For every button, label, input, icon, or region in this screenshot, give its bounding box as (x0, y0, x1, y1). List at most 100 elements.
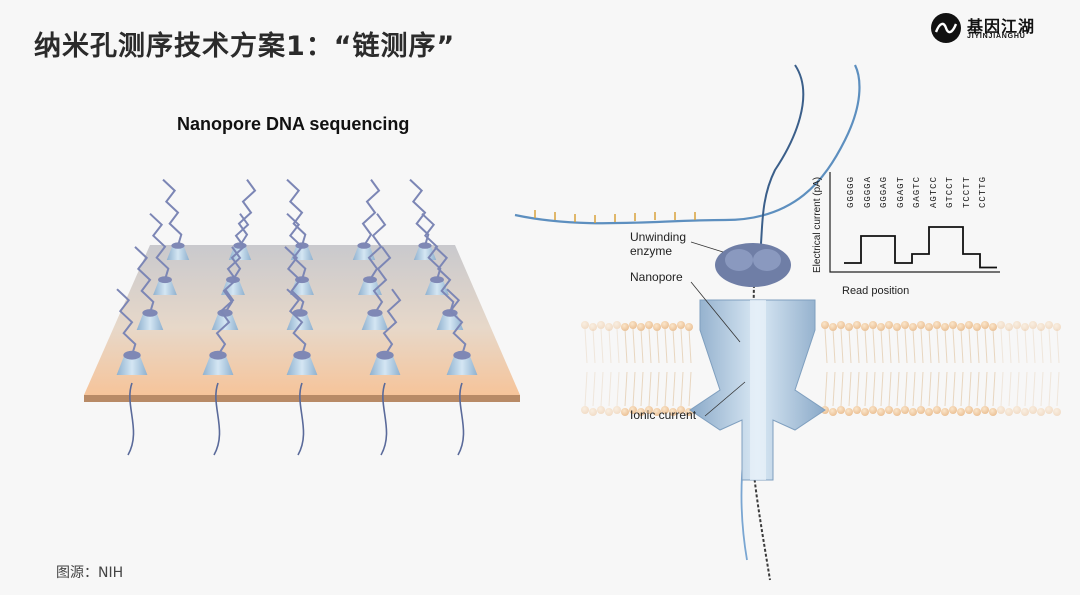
lipid-head (853, 321, 861, 329)
lipid-tail (992, 371, 996, 407)
kmer-label: GGGGG (846, 176, 856, 209)
lipid-head (581, 406, 589, 414)
kmer-label: GAGTC (912, 176, 922, 209)
lipid-head (677, 406, 685, 414)
lipid-tail (928, 328, 932, 364)
enzyme-cap (363, 276, 377, 284)
lipid-tail (656, 328, 660, 364)
lipid-tail (984, 328, 988, 364)
label-ionic-current: Ionic current (630, 408, 697, 422)
lipid-tail (960, 371, 964, 407)
enzyme-cap (293, 350, 311, 360)
lipid-tail (592, 328, 596, 364)
lipid-head (1053, 408, 1061, 416)
dna-strand (230, 213, 250, 281)
lipid-tail (968, 371, 972, 407)
lipid-tail (1040, 328, 1044, 364)
lipid-head (1005, 408, 1013, 416)
logo-name-en: JIYINJIANGHU (967, 33, 1026, 40)
lipid-tail (584, 328, 588, 364)
lipid-head (989, 323, 997, 331)
lipid-tail (1000, 328, 1004, 364)
lipid-head (893, 323, 901, 331)
lipid-head (829, 323, 837, 331)
lipid-head (861, 323, 869, 331)
dna-rungs (534, 210, 696, 223)
dna-strand-b (759, 64, 805, 256)
lipid-head (645, 321, 653, 329)
lipid-head (973, 323, 981, 331)
lipid-head (613, 406, 621, 414)
lipid-head (917, 406, 925, 414)
lipid-head (621, 408, 629, 416)
lipid-tail (928, 371, 932, 407)
dna-strand (237, 179, 257, 247)
lipid-tail (656, 371, 660, 407)
unwinding-enzyme (715, 243, 791, 287)
lipid-tail (1032, 371, 1036, 407)
lipid-head (1037, 408, 1045, 416)
lipid-head (1021, 323, 1029, 331)
pore-grid (116, 178, 478, 456)
graph-axes (829, 172, 1000, 273)
lipid-tail (856, 328, 860, 364)
enzyme-cap (209, 350, 227, 360)
lipid-tail (992, 328, 996, 364)
lipid-tail (848, 371, 852, 407)
lipid-head (957, 408, 965, 416)
enzyme-cap (418, 242, 432, 249)
lipid-tail (688, 371, 692, 407)
lipid-head (965, 321, 973, 329)
lipid-tail (944, 371, 948, 407)
dna-strand (446, 288, 467, 356)
lipid-tail (1016, 371, 1020, 407)
lipid-head (605, 323, 613, 331)
lipid-head (893, 408, 901, 416)
enzyme-cap (142, 309, 158, 317)
lipid-tail (952, 371, 956, 407)
pore-unit (202, 288, 235, 456)
lipid-head (933, 321, 941, 329)
lipid-tail (960, 328, 964, 364)
lipid-head (941, 408, 949, 416)
lipid-head (661, 406, 669, 414)
lipid-head (973, 408, 981, 416)
lipid-head (629, 406, 637, 414)
lipid-tail (632, 371, 636, 407)
lipid-tail (648, 371, 652, 407)
lipid-head (621, 323, 629, 331)
enzyme-cap (430, 276, 444, 284)
enzyme-leader-line (690, 241, 724, 253)
lipid-tail (864, 328, 868, 364)
pore-body (211, 312, 239, 330)
lipid-tail (688, 328, 692, 364)
lipid-head (1005, 323, 1013, 331)
lipid-head (845, 408, 853, 416)
lipid-tail (824, 328, 828, 364)
dna-strand (116, 288, 137, 356)
pore-body (361, 312, 389, 330)
lipid-tail (856, 371, 860, 407)
lipid-tail (984, 371, 988, 407)
lipid-tail (600, 328, 604, 364)
lipid-head (1045, 406, 1053, 414)
lipid-tail (880, 371, 884, 407)
lipid-tail (920, 371, 924, 407)
lipid-tail (832, 328, 836, 364)
lipid-tail (936, 328, 940, 364)
lipid-head (661, 321, 669, 329)
lipid-head (933, 406, 941, 414)
pore-body (358, 279, 382, 295)
lipid-tail (888, 371, 892, 407)
lipid-tail (1024, 371, 1028, 407)
dna-strand (284, 246, 305, 314)
slide-title: 纳米孔测序技术方案1：“链测序” (34, 31, 456, 62)
lipid-head (1013, 406, 1021, 414)
kmer-label: GGAGT (895, 176, 906, 209)
lipid-tail (624, 371, 628, 407)
enzyme-cap (158, 276, 172, 284)
lipid-head (581, 321, 589, 329)
lipid-head (837, 321, 845, 329)
kmer-label: GTCCT (945, 176, 955, 209)
dna-strand (372, 246, 392, 314)
